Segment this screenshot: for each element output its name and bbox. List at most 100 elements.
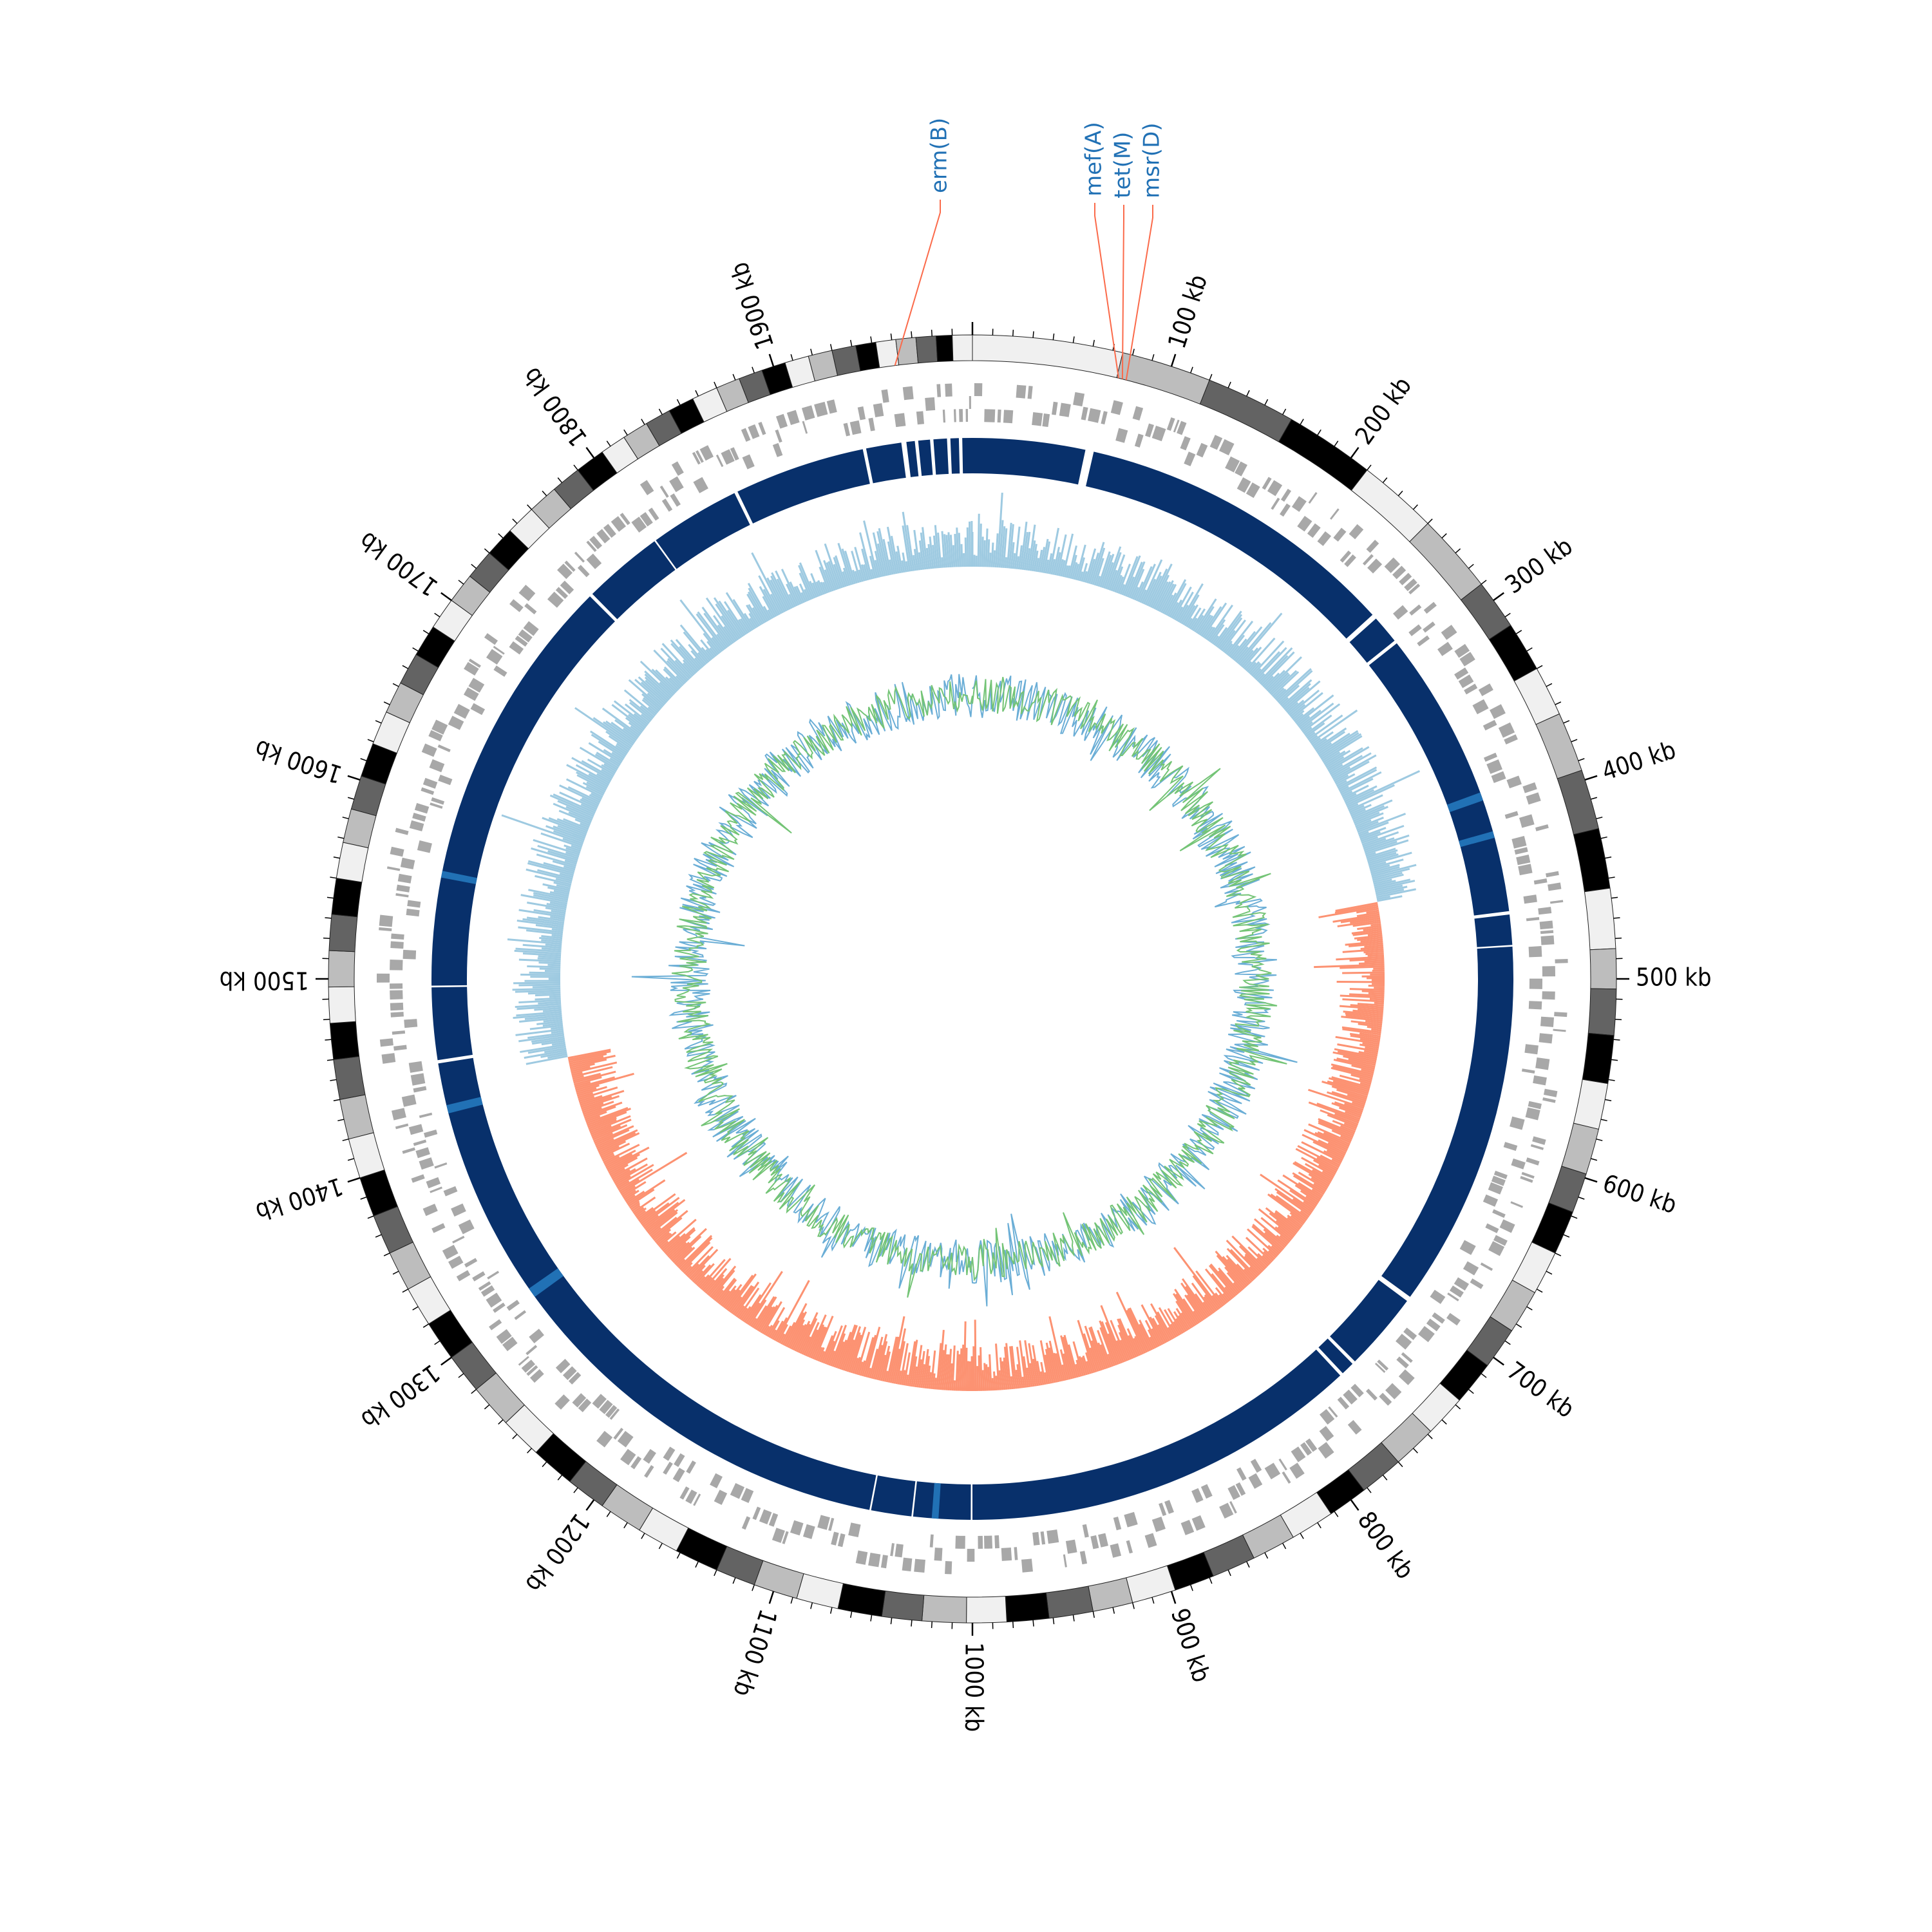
gc-content-bar <box>1365 1019 1383 1024</box>
gene-feature <box>1511 1158 1526 1170</box>
gc-content-bar <box>1123 555 1141 596</box>
gc-content-bar <box>1334 1101 1363 1113</box>
gc-content-bar <box>723 1283 743 1309</box>
gene-feature <box>1423 601 1437 614</box>
gene-feature <box>555 1359 571 1374</box>
gc-content-bar <box>1097 1330 1112 1368</box>
gc-content-bar <box>1359 831 1381 840</box>
gc-content-bar <box>1354 812 1384 826</box>
gc-content-bar <box>758 575 781 616</box>
gc-content-bar <box>1352 806 1388 822</box>
gene-feature <box>1042 413 1050 428</box>
gc-content-bar <box>1189 617 1198 630</box>
gc-content-bar <box>835 555 847 587</box>
minor-tick <box>458 580 464 585</box>
gc-content-bar <box>770 1329 777 1340</box>
gc-content-bar <box>1323 750 1346 765</box>
scale-label: 1800 kb <box>517 363 593 452</box>
gene-feature <box>1392 565 1406 580</box>
gene-feature <box>1081 406 1088 421</box>
gene-feature <box>1282 1471 1291 1484</box>
gc-content-bar <box>1343 1122 1358 1130</box>
gc-content-bar <box>930 1350 936 1389</box>
gc-content-bar <box>1329 764 1343 773</box>
gc-content-bar <box>639 705 655 718</box>
gene-feature <box>1040 1531 1046 1545</box>
gc-content-bar <box>531 1037 565 1045</box>
gc-content-bar <box>1198 615 1214 636</box>
gc-content-bar <box>1358 1050 1378 1057</box>
gc-content-bar <box>824 1340 835 1365</box>
gc-content-bar <box>1016 1347 1023 1388</box>
gc-content-bar <box>800 592 807 603</box>
gene-feature <box>1300 1442 1312 1456</box>
gc-content-bar <box>529 1024 564 1030</box>
minor-tick <box>790 1597 793 1604</box>
gene-feature <box>1374 1363 1386 1373</box>
gc-content-bar <box>637 1207 654 1220</box>
gene-feature <box>748 424 760 439</box>
gc-content-bar <box>600 1145 620 1157</box>
gc-content-bar <box>1332 1065 1374 1077</box>
gc-content-bar <box>721 1289 736 1307</box>
gene-feature <box>955 1535 965 1549</box>
gc-content-bar <box>587 1108 631 1126</box>
gc-content-bar <box>553 830 584 843</box>
gc-content-bar <box>882 1351 891 1382</box>
gc-content-bar <box>844 1326 861 1372</box>
gc-content-bar <box>626 1190 645 1204</box>
minor-tick <box>1052 1618 1055 1625</box>
gc-content-bar <box>1106 552 1122 590</box>
gene-feature <box>391 933 404 940</box>
gc-content-bar <box>1340 994 1385 999</box>
gc-content-bar <box>1186 1294 1205 1321</box>
gc-content-bar <box>1204 1268 1232 1301</box>
gene-feature <box>1059 402 1071 417</box>
gene-feature <box>631 516 647 533</box>
gc-content-bar <box>551 909 566 914</box>
gc-content-bar <box>1308 1088 1365 1110</box>
gene-feature <box>502 1336 518 1352</box>
gc-content-bar <box>537 869 573 880</box>
gc-content-bar <box>1063 1353 1071 1380</box>
gc-content-bar <box>1251 1225 1282 1253</box>
gc-content-bar <box>579 746 618 771</box>
gc-content-bar <box>1370 864 1390 872</box>
gc-content-bar <box>557 824 587 837</box>
gc-content-bar <box>576 771 608 790</box>
gc-content-bar <box>1119 583 1126 595</box>
gene-feature <box>1454 667 1469 680</box>
gene-feature <box>775 413 788 429</box>
gene-feature <box>1472 699 1489 715</box>
gene-feature <box>1555 958 1568 963</box>
gc-content-bar <box>1032 1358 1039 1387</box>
gc-content-bar <box>822 1331 837 1364</box>
minor-tick <box>1052 333 1055 340</box>
gc-content-bar <box>1318 730 1359 757</box>
minor-tick <box>557 477 563 483</box>
gc-content-bar <box>1280 697 1289 706</box>
gc-content-bar <box>1365 839 1409 855</box>
gc-content-bar <box>1337 919 1381 927</box>
gc-content-bar <box>1335 1036 1380 1045</box>
gene-feature <box>759 1509 772 1525</box>
gene-feature <box>663 1461 673 1475</box>
contig-segment <box>1557 770 1599 835</box>
gc-content-bar <box>1249 1266 1260 1277</box>
minor-tick <box>850 339 853 346</box>
gene-feature <box>969 396 971 410</box>
gc-content-bar <box>841 1325 858 1370</box>
gc-content-bar <box>555 878 573 884</box>
gc-content-bar <box>653 649 687 684</box>
alignment-block <box>871 1475 916 1517</box>
gc-content-bar <box>1323 1132 1350 1146</box>
minor-tick <box>1032 1620 1034 1627</box>
gc-content-bar <box>541 935 563 940</box>
gc-content-bar <box>1332 1051 1377 1063</box>
minor-tick <box>392 683 399 687</box>
gc-content-bar <box>1009 1346 1016 1389</box>
alignment-block <box>656 493 750 569</box>
gc-content-bar <box>796 1323 811 1352</box>
gc-content-bar <box>752 1305 768 1329</box>
minor-tick <box>1092 339 1095 346</box>
